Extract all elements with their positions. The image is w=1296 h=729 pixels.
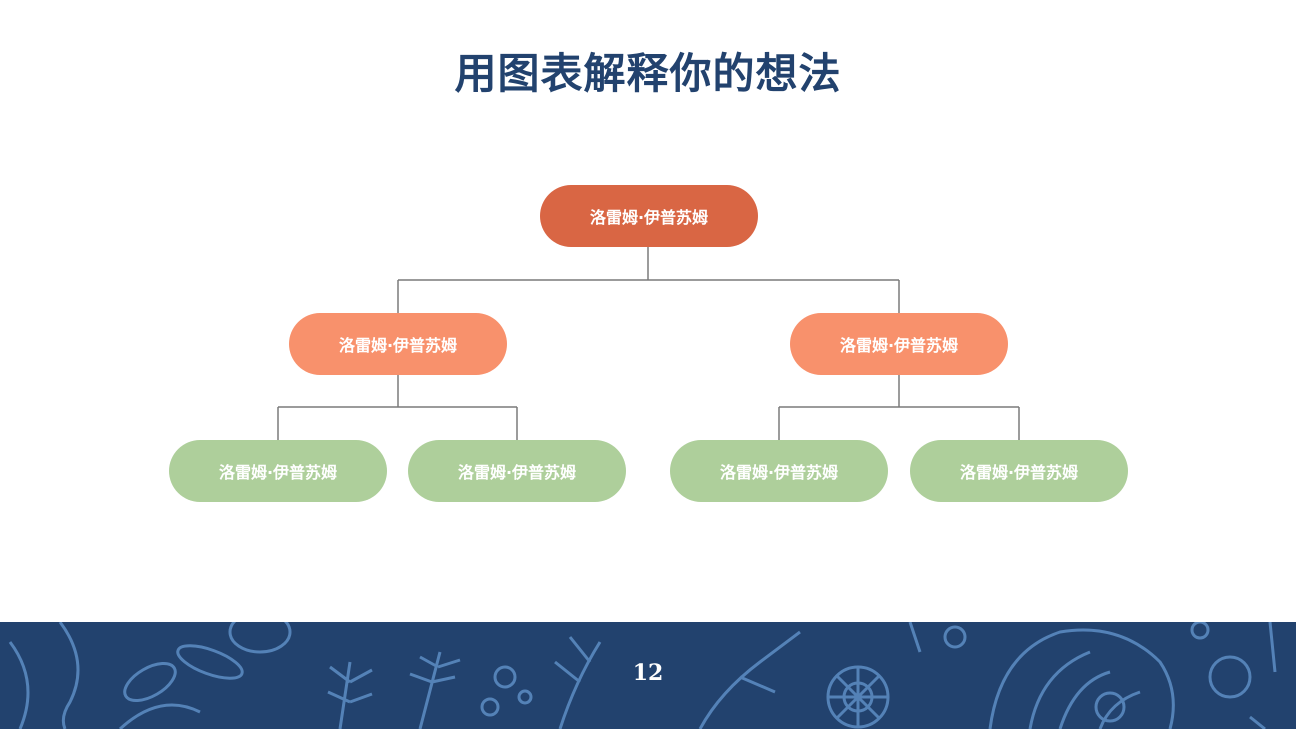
org-node-left-leaf-1: 洛雷姆·伊普苏姆: [169, 440, 387, 502]
node-label: 洛雷姆·伊普苏姆: [457, 463, 577, 482]
node-label: 洛雷姆·伊普苏姆: [218, 463, 338, 482]
org-node-root: 洛雷姆·伊普苏姆: [540, 185, 758, 247]
org-chart-connectors: [277, 246, 1020, 440]
org-node-right-leaf-1: 洛雷姆·伊普苏姆: [670, 440, 888, 502]
botanical-pattern: [8, 622, 1277, 729]
node-label: 洛雷姆·伊普苏姆: [959, 463, 1079, 482]
org-node-left-leaf-2: 洛雷姆·伊普苏姆: [408, 440, 626, 502]
node-label: 洛雷姆·伊普苏姆: [589, 208, 709, 227]
org-node-left-branch: 洛雷姆·伊普苏姆: [289, 313, 507, 375]
slide-title: 用图表解释你的想法: [454, 49, 842, 98]
page-number: 12: [632, 660, 664, 686]
footer-banner: 12: [0, 622, 1296, 729]
org-node-right-branch: 洛雷姆·伊普苏姆: [790, 313, 1008, 375]
node-label: 洛雷姆·伊普苏姆: [839, 336, 959, 355]
org-node-right-leaf-2: 洛雷姆·伊普苏姆: [910, 440, 1128, 502]
node-label: 洛雷姆·伊普苏姆: [338, 336, 458, 355]
node-label: 洛雷姆·伊普苏姆: [719, 463, 839, 482]
